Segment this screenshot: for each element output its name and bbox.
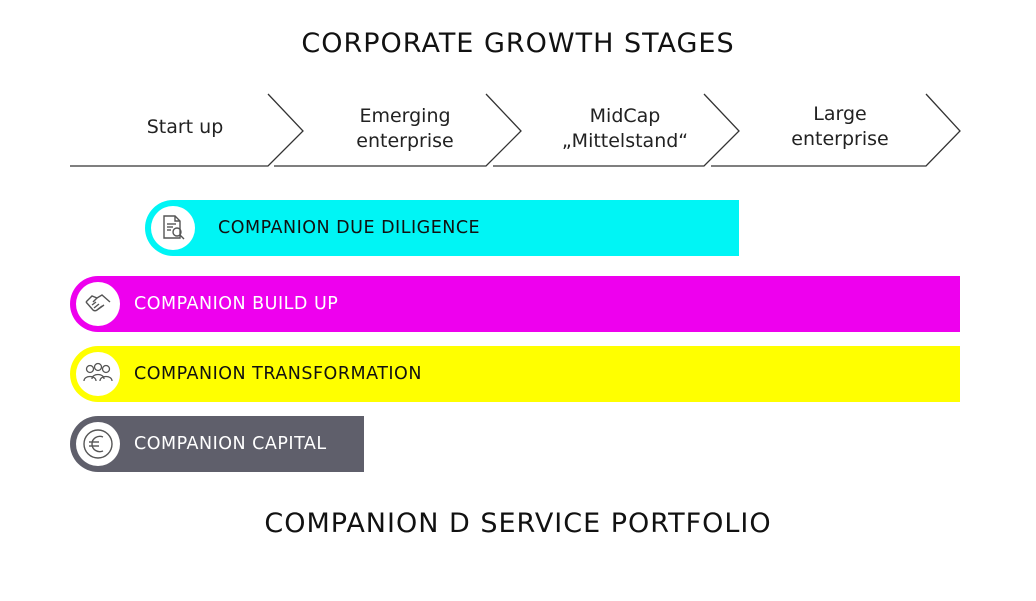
stage-arrow-start-up <box>70 93 304 167</box>
service-bar-capital: COMPANION CAPITAL <box>70 416 364 472</box>
service-label-build-up: COMPANION BUILD UP <box>134 294 339 314</box>
stage-label-emerging-enterprise: Emerging enterprise <box>356 105 454 152</box>
portfolio-title: COMPANION D SERVICE PORTFOLIO <box>264 508 772 539</box>
service-label-due-diligence: COMPANION DUE DILIGENCE <box>218 218 481 238</box>
handshake-icon <box>76 282 120 326</box>
document-search-icon <box>151 206 195 250</box>
stage-label-midcap: MidCap „Mittelstand“ <box>561 105 689 152</box>
service-bar-build-up: COMPANION BUILD UP <box>70 276 960 332</box>
stage-label-start-up: Start up <box>146 116 224 138</box>
service-label-capital: COMPANION CAPITAL <box>134 434 327 454</box>
euro-icon <box>76 422 120 466</box>
stage-arrow-midcap <box>493 93 740 167</box>
stage-label-large-enterprise: Large enterprise <box>791 103 889 150</box>
service-label-transformation: COMPANION TRANSFORMATION <box>134 364 422 384</box>
stage-arrow-large-enterprise <box>711 93 961 167</box>
service-bar-transformation: COMPANION TRANSFORMATION <box>70 346 960 402</box>
service-bar-due-diligence: COMPANION DUE DILIGENCE <box>145 200 739 256</box>
growth-stage-arrows <box>70 93 961 167</box>
people-group-icon <box>76 352 120 396</box>
diagram-title: CORPORATE GROWTH STAGES <box>301 28 735 59</box>
stage-arrow-emerging-enterprise <box>274 93 522 167</box>
